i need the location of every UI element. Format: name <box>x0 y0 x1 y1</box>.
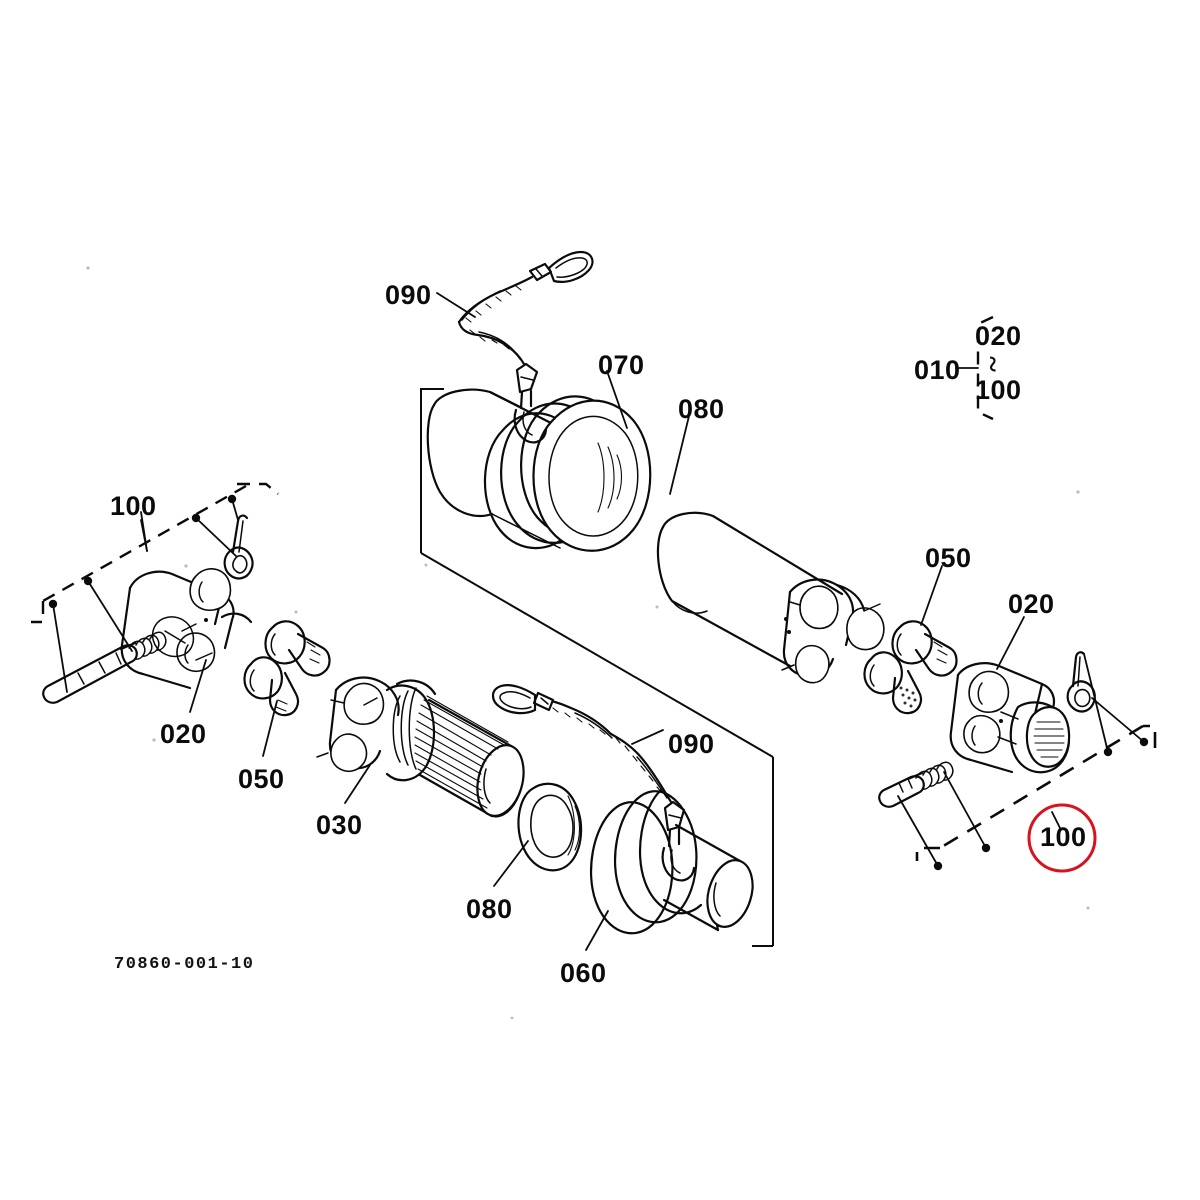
callout-080-top[interactable]: 080 <box>678 394 725 424</box>
callout-050-left[interactable]: 050 <box>238 764 285 794</box>
callout-080-bottom[interactable]: 080 <box>466 894 513 924</box>
left-kit-boundary <box>31 482 279 624</box>
callout-100-legend[interactable]: 100 <box>975 375 1022 405</box>
drawing-number: 70860-001-10 <box>114 955 255 974</box>
scan-speckles <box>86 266 1090 1020</box>
right-kit-leaders <box>897 653 1149 871</box>
callout-leader-lines <box>140 292 1062 951</box>
callout-050-right[interactable]: 050 <box>925 543 972 573</box>
callout-020-right[interactable]: 020 <box>1008 589 1055 619</box>
guard-assembly-boundary <box>420 388 774 947</box>
universal-joint-cross-left <box>243 620 331 717</box>
retaining-chain-bottom <box>491 684 673 804</box>
spring-right <box>915 761 954 790</box>
callout-010[interactable]: 010 <box>914 355 961 385</box>
callout-090-top[interactable]: 090 <box>385 280 432 310</box>
spring-left <box>128 631 167 660</box>
middle-shaft-assembly <box>656 511 885 684</box>
legend-range-separator: ~ <box>975 356 1009 372</box>
right-quick-release-yoke <box>878 651 1096 808</box>
callout-100-left[interactable]: 100 <box>110 491 157 521</box>
left-quick-release-yoke <box>42 514 254 704</box>
splined-shaft-yoke <box>316 676 525 818</box>
highlight-circle <box>1027 803 1097 873</box>
retaining-chain-top <box>457 250 594 366</box>
callout-090-bottom[interactable]: 090 <box>668 729 715 759</box>
universal-joint-cross-right <box>863 620 958 715</box>
outer-guard-assembly <box>426 362 652 552</box>
legend-bracket <box>976 315 994 421</box>
callout-030[interactable]: 030 <box>316 810 363 840</box>
callout-100-right[interactable]: 100 <box>1040 822 1087 852</box>
bottom-guard-assembly <box>517 782 754 935</box>
callout-070[interactable]: 070 <box>598 350 645 380</box>
callout-020-left[interactable]: 020 <box>160 719 207 749</box>
callout-060[interactable]: 060 <box>560 958 607 988</box>
callout-020-legend[interactable]: 020 <box>975 321 1022 351</box>
